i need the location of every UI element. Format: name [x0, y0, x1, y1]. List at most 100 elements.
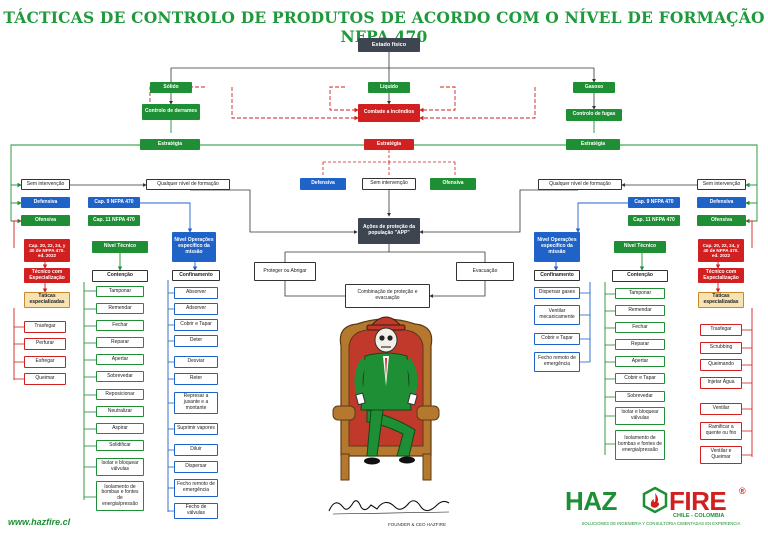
left-contencao-item: Isolar e bloquear válvulas: [96, 458, 144, 476]
right-contencao-item: Fechar: [615, 322, 665, 333]
left-taticas-esp-node: Táticas especializadas: [24, 292, 70, 308]
left-contencao-item: Solidificar: [96, 440, 144, 451]
right-qualquer-nivel-node: Qualquer nível de formação: [538, 179, 622, 190]
logo-fire-text: FIRE: [669, 486, 727, 516]
logo-subtitle: CHILE - COLOMBIA: [673, 513, 725, 519]
skeleton-illustration: [332, 316, 440, 481]
left-defensiva-node: Defensiva: [21, 197, 70, 208]
left-confinamento-item: Fecho de válvulas: [174, 503, 218, 519]
left-tecnico-esp-node: Técnico com Especialização: [24, 268, 70, 283]
left-confinamento-item: Suprimir vapores: [174, 423, 218, 435]
right-confinamento-item: Fecho remoto de emergência: [534, 352, 580, 372]
logo-haz-text: HAZ: [565, 486, 617, 516]
estrategia-center-node: Estratégia: [364, 139, 414, 150]
left-confinamento-item: Deter: [174, 335, 218, 347]
right-contencao-item: Sobrevedar: [615, 391, 665, 402]
right-confinamento-item: Cobrir e Tapar: [534, 333, 580, 345]
left-confinamento-item: Desviar: [174, 356, 218, 368]
combinacao-node: Combinação de proteção e evacuação: [345, 284, 430, 308]
signature-image: [328, 500, 450, 515]
left-confinamento-node: Confinamento: [172, 270, 220, 281]
registered-icon: ®: [739, 486, 746, 496]
right-cap9-node: Cap. 9 NFPA 470: [628, 197, 680, 208]
left-tatica-item: Trasfegar: [24, 321, 66, 333]
right-confinamento-item: Dispersar gases: [534, 287, 580, 299]
center-ofensiva-node: Ofensiva: [430, 178, 476, 190]
evacuacao-node: Evacuação: [456, 262, 514, 281]
fire-shield-icon: [642, 486, 668, 514]
left-cap9-node: Cap. 9 NFPA 470: [88, 197, 140, 208]
left-contencao-item: Remendar: [96, 303, 144, 314]
right-tatica-item: Injetar Água: [700, 377, 742, 389]
controlo-fugas-node: Controlo de fugas: [566, 109, 622, 121]
left-qualquer-nivel-node: Qualquer nível de formação: [146, 179, 230, 190]
acoes-protecao-node: Ações de proteção da população "APP": [358, 218, 420, 244]
right-sem-intervencao-node: Sem intervenção: [697, 179, 746, 190]
left-tatica-item: Esfregar: [24, 356, 66, 368]
right-tatica-item: Ventilar: [700, 403, 742, 415]
left-contencao-item: Reposicionar: [96, 389, 144, 400]
gasoso-node: Gasoso: [573, 82, 615, 93]
right-contencao-item: Isolamento de bombas e fontes de energia…: [615, 430, 665, 460]
right-tatica-item: Trasfegar: [700, 324, 742, 336]
left-sem-intervencao-node: Sem intervenção: [21, 179, 70, 190]
left-tatica-item: Queimar: [24, 373, 66, 385]
website-link[interactable]: www.hazfire.cl: [8, 517, 71, 527]
left-confinamento-item: Dispersar: [174, 461, 218, 473]
right-contencao-node: Contenção: [612, 270, 668, 282]
left-tatica-item: Perfurar: [24, 338, 66, 350]
left-confinamento-item: Absorver: [174, 287, 218, 299]
right-contencao-item: Apertar: [615, 356, 665, 367]
right-tatica-item: Ramificar a quente ou frio: [700, 422, 742, 440]
left-confinamento-item: Fecho remoto de emergência: [174, 479, 218, 497]
right-confinamento-item: Ventilar mecanicamente: [534, 305, 580, 325]
left-contencao-item: Apertar: [96, 354, 144, 365]
left-contencao-item: Isolamento de bombas e fontes de energia…: [96, 481, 144, 511]
left-nivel-tecnico-node: Nível Técnico: [92, 241, 148, 253]
left-caps-node: Cap. 20, 22, 24, y 40 de NFPA 470. ed. 2…: [24, 239, 70, 262]
center-defensiva-node: Defensiva: [300, 178, 346, 190]
right-contencao-item: Reparar: [615, 339, 665, 350]
left-confinamento-item: Represar a jusante e a montante: [174, 392, 218, 414]
right-tatica-item: Ventilar e Queimar: [700, 446, 742, 464]
right-tatica-item: Queimando: [700, 359, 742, 371]
right-contencao-item: Remendar: [615, 305, 665, 316]
estado-fisico-node: Estado físico: [358, 38, 420, 52]
right-tatica-item: Scrubbing: [700, 342, 742, 354]
right-nivel-tecnico-node: Nível Técnico: [614, 241, 666, 253]
left-contencao-node: Contenção: [92, 270, 148, 282]
right-contencao-item: Cobrir e Tapar: [615, 373, 665, 384]
proteger-abrigar-node: Proteger ou Abrigar: [254, 262, 316, 281]
right-defensiva-node: Defensiva: [697, 197, 746, 208]
left-confinamento-item: Reter: [174, 373, 218, 385]
left-contencao-item: Fechar: [96, 320, 144, 331]
left-contencao-item: Sobrevedar: [96, 371, 144, 382]
right-taticas-esp-node: Táticas especializadas: [698, 292, 744, 308]
hazfire-logo: HAZ FIRE ® CHILE - COLOMBIA SOLUCIONES D…: [561, 486, 761, 530]
right-confinamento-node: Confinamento: [534, 270, 580, 281]
right-cap11-node: Cap. 11 NFPA 470: [628, 215, 680, 226]
left-nivel-operacoes-node: Nível Operações específico da missão: [172, 232, 216, 262]
right-ofensiva-node: Ofensiva: [697, 215, 746, 226]
right-tecnico-esp-node: Técnico com Especialização: [698, 268, 744, 283]
liquido-node: Líquido: [368, 82, 410, 93]
left-contencao-item: Tamponar: [96, 286, 144, 297]
left-confinamento-item: Diluir: [174, 444, 218, 456]
estrategia-left-node: Estratégia: [140, 139, 200, 150]
estrategia-right-node: Estratégia: [566, 139, 620, 150]
center-sem-intervencao-node: Sem intervenção: [362, 178, 416, 190]
left-confinamento-item: Adsorver: [174, 303, 218, 315]
right-contencao-item: Tamponar: [615, 288, 665, 299]
left-ofensiva-node: Ofensiva: [21, 215, 70, 226]
right-contencao-item: Isolar e bloquear válvulas: [615, 407, 665, 425]
left-contencao-item: Neutralizar: [96, 406, 144, 417]
signature-caption: FOUNDER & CEO HAZFIRE: [388, 522, 447, 527]
left-contencao-item: Reparar: [96, 337, 144, 348]
left-contencao-item: Aspirar: [96, 423, 144, 434]
logo-tagline: SOLUCIONES DE INGENIERIA Y CONSULTORIA C…: [581, 521, 741, 526]
solido-node: Sólido: [150, 82, 192, 93]
right-caps-node: Cap. 20, 22, 24, y 40 de NFPA 470. ed. 2…: [698, 239, 744, 262]
controlo-derrames-node: Controlo de derrames: [142, 104, 200, 120]
combate-incendios-node: Combate a incêndios: [358, 104, 420, 122]
